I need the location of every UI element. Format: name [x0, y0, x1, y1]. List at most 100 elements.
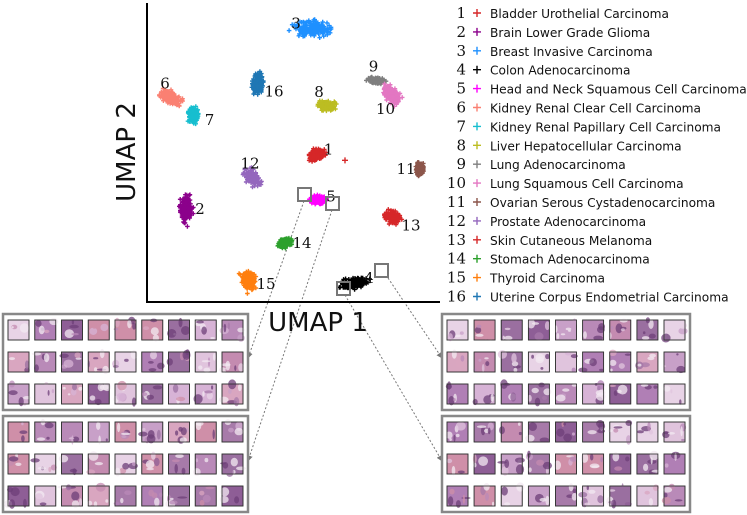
- point-3: [295, 25, 300, 30]
- tissue-tile: [87, 421, 110, 445]
- point-13: [387, 213, 393, 219]
- point-12: [243, 179, 249, 185]
- point-3: [307, 27, 313, 32]
- tissue-tile: [555, 483, 578, 507]
- tissue-tile: [141, 318, 164, 342]
- legend-label: Liver Hepatocellular Carcinoma: [490, 139, 682, 153]
- point-9: [364, 78, 369, 83]
- point-12: [250, 184, 255, 190]
- tissue-tile: [193, 383, 217, 405]
- cluster-label-9: 9: [369, 58, 379, 76]
- tissue-tile: [525, 450, 553, 475]
- point-2: [191, 205, 196, 210]
- point-9: [379, 78, 385, 84]
- point-10: [389, 100, 395, 105]
- point-6: [163, 92, 169, 98]
- tissue-tile: [446, 349, 469, 373]
- tissue-tile: [165, 485, 190, 508]
- point-8: [329, 103, 334, 108]
- tissue-tile: [7, 319, 30, 341]
- point-6: [173, 97, 178, 103]
- cluster-label-16: 16: [264, 82, 283, 100]
- legend-label: Breast Invasive Carcinoma: [490, 45, 653, 59]
- tissue-tile: [194, 319, 217, 341]
- point-4: [355, 284, 360, 290]
- point-13: [397, 213, 403, 218]
- point-8: [330, 106, 335, 112]
- point-1: [312, 154, 317, 159]
- point-6: [168, 87, 174, 93]
- tissue-tile: [582, 420, 606, 443]
- tissue-tile: [141, 485, 164, 507]
- point-16: [251, 79, 257, 85]
- point-13: [392, 219, 397, 225]
- tissue-tile: [61, 421, 83, 445]
- tissue-tile: [113, 485, 137, 507]
- legend-marker: [473, 46, 481, 55]
- point-3: [302, 29, 307, 34]
- point-10: [390, 94, 396, 99]
- legend-number: 13: [447, 231, 466, 249]
- tissue-tile: [500, 482, 525, 507]
- point-7: [187, 119, 192, 124]
- cluster-label-8: 8: [314, 83, 324, 101]
- point-2: [182, 202, 188, 207]
- cluster-label-10: 10: [376, 100, 395, 118]
- tissue-tile: [663, 383, 686, 405]
- tissue-tile: [220, 453, 246, 477]
- point-15: [243, 284, 248, 290]
- legend-marker: [473, 122, 481, 131]
- legend-label: Kidney Renal Papillary Cell Carcinoma: [490, 120, 721, 134]
- point-3: [321, 33, 326, 39]
- tissue-tile: [582, 319, 605, 341]
- point-14: [283, 242, 289, 248]
- tissue-tile: [193, 453, 217, 476]
- tissue-tile: [221, 419, 244, 443]
- tile-panel-cluster-4-upper: [440, 312, 692, 412]
- cluster-14-points: [275, 235, 295, 251]
- cluster-label-7: 7: [205, 111, 215, 129]
- point-16: [250, 82, 256, 88]
- tissue-tile: [219, 379, 244, 407]
- legend-number: 4: [456, 61, 466, 79]
- point-2: [184, 192, 190, 198]
- tissue-tile: [497, 350, 523, 373]
- point-13: [386, 207, 391, 212]
- legend-number: 5: [456, 80, 466, 98]
- tissue-tile: [635, 351, 659, 373]
- point-6: [163, 97, 169, 103]
- cluster-16-points: [249, 69, 266, 97]
- cluster-8-points: [315, 98, 339, 114]
- point-15: [236, 271, 242, 276]
- tissue-tile: [636, 484, 659, 507]
- tissue-tile: [473, 421, 496, 443]
- legend-label: Lung Adenocarcinoma: [490, 158, 626, 172]
- tissue-tile: [473, 319, 496, 341]
- point-4: [352, 287, 357, 292]
- point-10: [382, 91, 387, 96]
- tissue-tile: [473, 483, 496, 507]
- tissue-tile: [472, 453, 496, 475]
- point-7: [190, 115, 195, 120]
- tissue-tile: [554, 453, 577, 475]
- point-10: [392, 99, 398, 104]
- point-15: [245, 278, 251, 284]
- point-2: [182, 220, 187, 226]
- cluster-3-points: [286, 17, 334, 40]
- legend-number: 12: [447, 212, 466, 230]
- point-13: [382, 211, 387, 217]
- cluster-label-14: 14: [292, 234, 311, 252]
- tissue-tile: [168, 421, 190, 444]
- point-12: [249, 165, 254, 170]
- tissue-tile: [168, 383, 190, 405]
- cluster-15-points: [236, 268, 259, 296]
- tile-panel-cluster-5-lower: [1, 414, 250, 514]
- legend-marker: [473, 216, 481, 225]
